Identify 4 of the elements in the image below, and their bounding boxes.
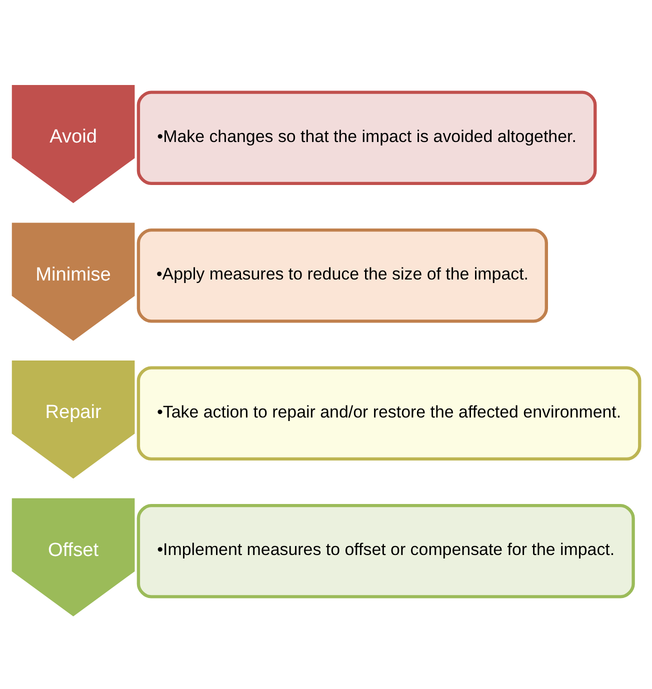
node-box: •Implement measures to offset or compensate for the impact. xyxy=(136,504,635,598)
node-box: •Take action to repair and/or restore the affected environment. xyxy=(136,366,642,461)
node-box: •Apply measures to reduce the size of the impact. xyxy=(136,228,548,323)
node-box: •Make changes so that the impact is avoided altogether. xyxy=(136,90,597,186)
